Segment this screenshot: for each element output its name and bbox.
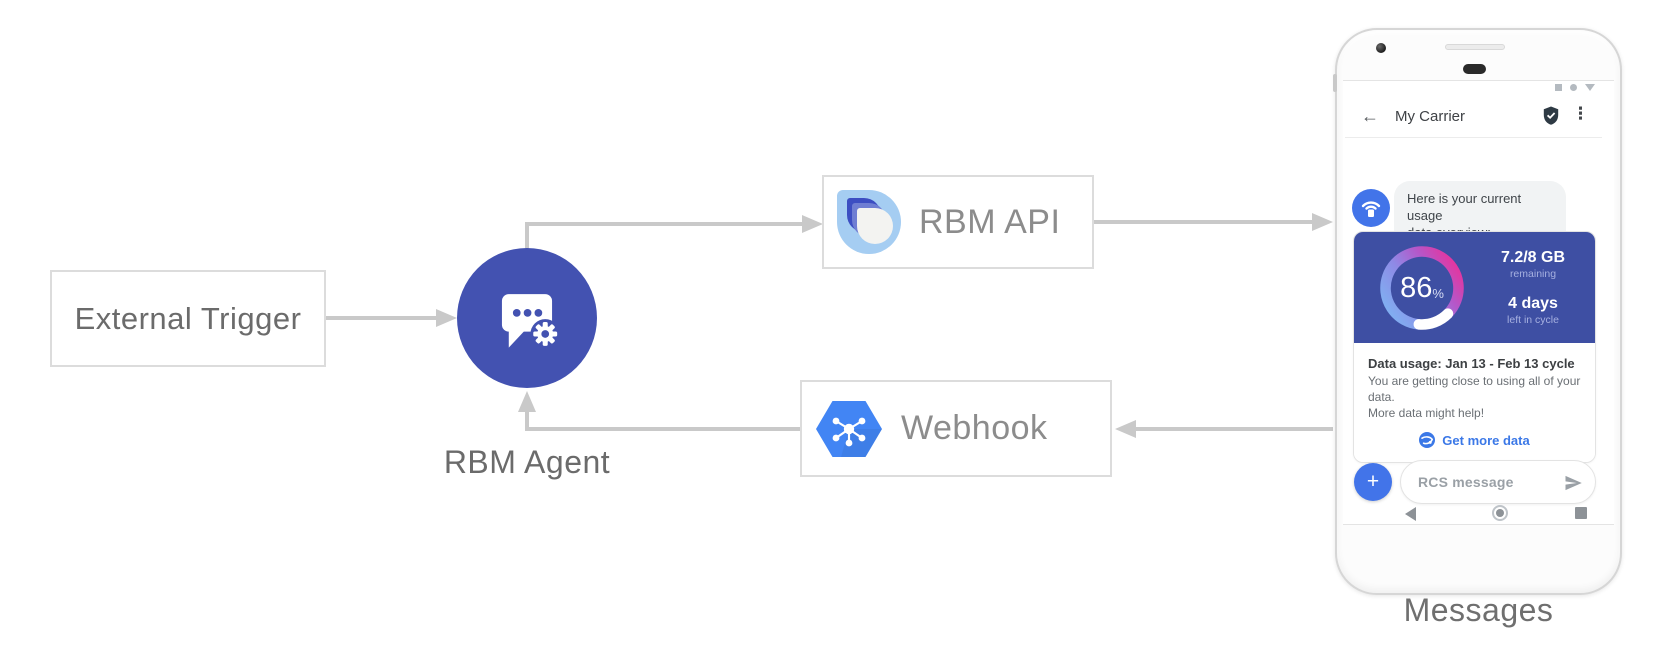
usage-card-text-line2: More data might help! <box>1368 406 1485 420</box>
chat-bubble-line1: Here is your current usage <box>1407 191 1522 223</box>
arrow-agent-to-api <box>525 222 802 250</box>
phone-side-button <box>1333 74 1337 92</box>
days-left-value: 4 days <box>1508 294 1558 312</box>
get-more-data-label: Get more data <box>1442 432 1530 448</box>
carrier-avatar-icon <box>1361 201 1381 217</box>
rbm-agent-node <box>457 248 597 388</box>
usage-stats: 7.2/8 GB remaining 4 days left in cycle <box>1477 232 1589 343</box>
usage-card-media: 86 % 7.2/8 GB remaining 4 days left in c… <box>1354 232 1595 343</box>
front-camera <box>1376 43 1386 53</box>
back-arrow-icon[interactable]: ← <box>1361 106 1379 126</box>
usage-gauge <box>1380 246 1464 330</box>
arrowhead-up-to-agent <box>518 391 536 412</box>
external-trigger-node: External Trigger <box>50 270 326 367</box>
status-bar <box>1555 84 1595 91</box>
status-triangle-icon <box>1585 84 1595 91</box>
message-composer[interactable] <box>1400 460 1596 504</box>
gauge-percent-unit: % <box>1432 285 1444 301</box>
rbm-api-logo <box>837 190 901 254</box>
chat-agent-icon <box>501 294 561 349</box>
rbm-agent-label: RBM Agent <box>443 444 611 480</box>
gauge-percent: 86 % <box>1374 240 1470 336</box>
messages-caption: Messages <box>1403 592 1554 628</box>
earpiece <box>1463 64 1486 74</box>
carrier-avatar <box>1352 189 1390 227</box>
usage-card-title: Data usage: Jan 13 - Feb 13 cycle <box>1368 356 1575 371</box>
status-square-icon <box>1555 84 1562 91</box>
conversation-title: My Carrier <box>1395 107 1465 125</box>
add-attachment-button[interactable]: + <box>1354 463 1392 501</box>
arrow-webhook-to-agent <box>525 412 800 431</box>
rcs-message-input[interactable] <box>1418 474 1548 490</box>
arrowhead-to-phone <box>1312 213 1333 231</box>
status-dot-icon <box>1570 84 1577 91</box>
gear-icon <box>533 321 558 346</box>
webhook-label: Webhook <box>901 409 1048 447</box>
nav-back-icon[interactable] <box>1405 507 1416 521</box>
get-more-data-button[interactable]: Get more data <box>1368 432 1581 448</box>
verified-shield-icon <box>1543 106 1559 125</box>
pubsub-hexagon-icon <box>816 400 882 457</box>
kebab-menu-icon[interactable]: ⋮ <box>1572 104 1589 123</box>
usage-card-text-line1: You are getting close to using all of yo… <box>1368 374 1581 404</box>
conversation-header: ← My Carrier ⋮ <box>1345 95 1602 138</box>
rbm-api-node: RBM API <box>822 175 1094 269</box>
arrowhead-to-webhook <box>1115 420 1136 438</box>
gauge-percent-value: 86 <box>1400 271 1433 304</box>
speaker-grille <box>1445 44 1505 50</box>
arrowhead-to-api <box>802 215 823 233</box>
nav-home-icon[interactable] <box>1492 505 1508 521</box>
phone-screen: ← My Carrier ⋮ Here is <box>1343 80 1614 525</box>
days-left-label: left in cycle <box>1507 313 1559 326</box>
globe-icon <box>1419 432 1436 448</box>
usage-rich-card: 86 % 7.2/8 GB remaining 4 days left in c… <box>1353 231 1596 463</box>
external-trigger-label: External Trigger <box>74 300 302 336</box>
usage-card-body: Data usage: Jan 13 - Feb 13 cycle You ar… <box>1354 343 1595 462</box>
arrowhead-to-agent <box>436 309 457 327</box>
data-remaining-label: remaining <box>1509 267 1557 280</box>
rbm-api-label: RBM API <box>919 202 1061 241</box>
data-remaining-value: 7.2/8 GB <box>1500 248 1566 266</box>
nav-square-icon[interactable] <box>1575 507 1587 519</box>
webhook-node: Webhook <box>800 380 1112 477</box>
send-icon[interactable] <box>1563 473 1583 493</box>
phone-mockup: ← My Carrier ⋮ Here is <box>1333 28 1622 595</box>
plus-icon: + <box>1366 470 1380 493</box>
